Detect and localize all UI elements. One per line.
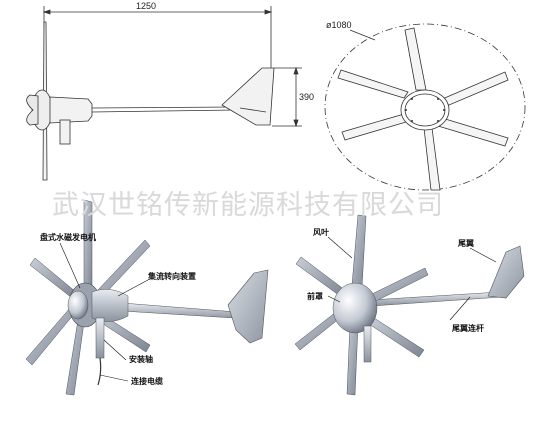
leader-mount [103,339,127,361]
leader-blade [327,236,353,259]
leader-generator [59,242,81,289]
dimension-arrows-length [42,9,273,15]
side-elevation-drawing [26,6,302,181]
dimension-arrows-height [293,66,299,128]
label-blade: 风叶 [313,227,329,237]
diameter-label: ø1080 [326,20,352,30]
blade-5 [25,307,75,366]
company-watermark: 武汉世铭传新能源科技有限公司 [52,190,444,221]
blade-r1 [351,214,367,288]
blade-lower-left [341,113,407,141]
leader-yaw [117,279,149,297]
tail-boom-side-bottom [91,109,236,113]
tail-vane-side [221,67,275,126]
blade-r2 [371,267,429,302]
label-disc-generator: 盘式水磁发电机 [40,232,96,242]
front-view-drawing [324,23,526,191]
rotor-sweep-circle [324,23,526,191]
leader-lines-left [59,242,149,382]
blade-r3 [368,317,425,358]
blade-4 [65,319,85,396]
blade-upper-right [439,71,509,109]
tail-vane-rib [239,107,267,113]
blade-upper-left [337,69,409,99]
label-tail-vane: 尾翼 [457,238,474,248]
rotor-blades-3d [25,199,151,396]
nacelle-side [49,96,93,124]
leader-cable [99,374,129,382]
diameter-leader [349,29,376,41]
mount-shaft-side [59,119,71,145]
leader-lines-right [327,236,497,321]
blade-r4 [346,323,359,396]
nacelle-3d [91,289,129,322]
mount-shaft-3d-right [363,325,372,363]
tail-vane-3d [227,269,269,344]
blade-bottom [423,127,441,191]
hub-front [400,89,450,131]
dimension-length-label: 1250 [136,1,156,11]
blade-r6 [295,256,346,297]
nose-cone-3d [67,290,89,320]
leader-tail-boom [449,296,471,321]
blade-lower-right [437,117,509,147]
tail-boom-side-top [91,106,236,109]
leader-nose [327,295,341,303]
mount-shaft-3d [95,317,105,359]
label-yaw-device: 集流转向装置 [147,271,196,281]
turbine-3d-right [294,214,525,396]
blade-top [404,27,427,91]
dimension-height-label: 390 [299,92,314,102]
nose-cone-3d-right [332,282,378,334]
tail-vane-3d-right [487,245,525,299]
leader-tail-vane [469,247,497,263]
label-nose-cone: 前罩 [307,291,323,301]
nose-cone-side [26,94,39,126]
rotor-blades-3d-right [294,214,429,396]
blade-r5 [294,311,341,351]
cable-3d [97,357,102,386]
turbine-3d-left [25,199,269,396]
label-tail-boom: 尾翼连杆 [451,323,484,333]
label-mount-shaft: 安装轴 [129,354,153,364]
label-cable: 连接电缆 [131,376,163,386]
hub-bolts [405,98,445,122]
